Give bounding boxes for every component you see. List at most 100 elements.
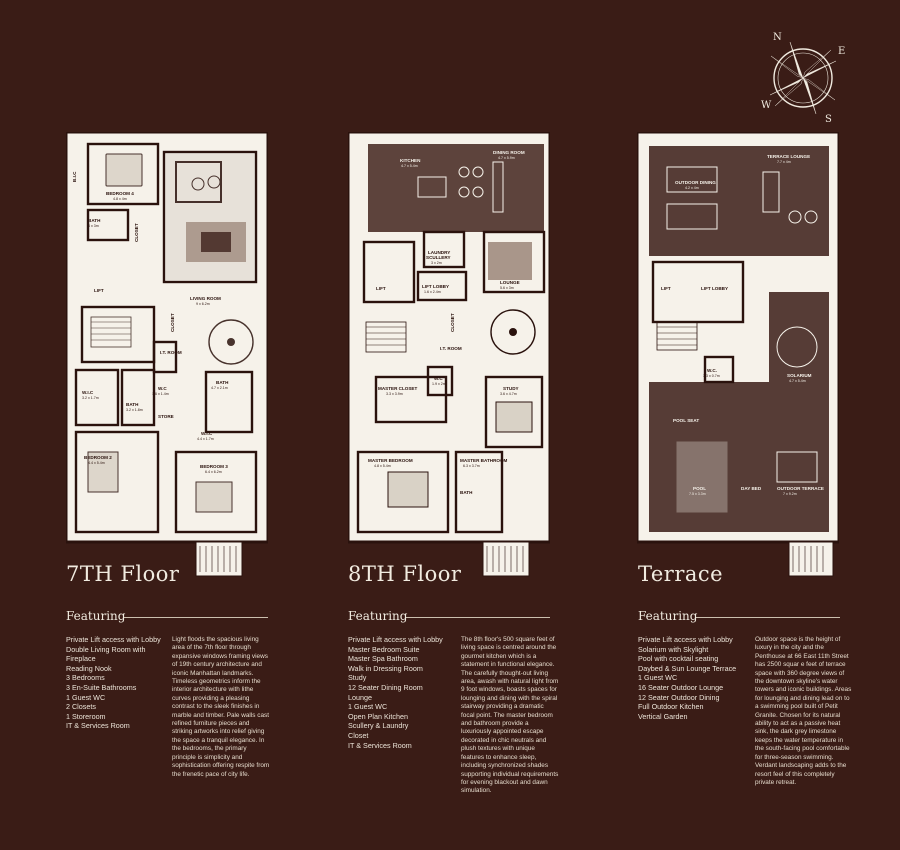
feature-item: Double Living Room with — [66, 644, 146, 654]
room-lift: LIFT — [94, 288, 104, 293]
feature-item: Lounge — [348, 692, 372, 702]
feature-item: 1 Guest WC — [348, 702, 388, 712]
room-solarium: SOLARIUM — [787, 373, 812, 378]
room-living-dim: 9 x 6.2m — [196, 302, 210, 306]
feature-item: Private Lift access with Lobby — [348, 635, 443, 644]
feature-item: 3 En-Suite Bathrooms — [66, 682, 137, 692]
room-wic: W.I.C — [82, 390, 94, 395]
featuring-header-terrace: Featuring — [638, 609, 840, 625]
room-bath2: BATH — [126, 402, 139, 407]
room-wic2: W.I.C — [201, 431, 213, 436]
feature-item: Pool with cocktail seating — [638, 654, 719, 664]
room-dining: DINING ROOM — [493, 150, 525, 155]
room-outdoor-terrace: OUTDOOR TERRACE — [777, 486, 824, 491]
room-study-dim: 3.6 x 4.7m — [500, 392, 517, 396]
floor-title-8th: 8TH Floor — [348, 562, 462, 586]
featuring-label-terrace: Featuring — [638, 609, 698, 623]
room-store: STORE — [158, 414, 174, 419]
room-bath: BATH — [88, 218, 101, 223]
feature-item: Master Bedroom Suite — [348, 644, 420, 654]
room-lift-lobby-8: LIFT LOBBY — [422, 284, 449, 289]
featuring-divider-7th — [124, 617, 268, 618]
feature-item: Private Lift access with Lobby — [638, 635, 733, 644]
room-solarium-dim: 4.7 x 5.4m — [789, 379, 806, 383]
room-outdoor-dining-dim: 4.2 x 4m — [685, 186, 699, 190]
feature-item: Vertical Garden — [638, 711, 688, 721]
feature-item: IT & Services Room — [348, 740, 412, 750]
featuring-label-7th: Featuring — [66, 609, 126, 623]
room-master-bathroom-dim: 6.3 x 3.7m — [463, 464, 480, 468]
room-bedroom3: BEDROOM 3 — [200, 464, 228, 469]
floor-plan-terrace: OUTDOOR DINING 4.2 x 4m TERRACE LOUNGE 7… — [637, 132, 839, 580]
feature-item: Daybed & Sun Lounge Terrace — [638, 663, 737, 673]
feature-item: 2 Closets — [66, 702, 96, 712]
room-it-8: I.T. ROOM — [440, 346, 462, 351]
room-it: I.T. ROOM — [160, 350, 182, 355]
room-living: LIVING ROOM — [190, 296, 221, 301]
room-bedroom4: BEDROOM 4 — [106, 191, 134, 196]
compass-rose: N E W S — [755, 28, 851, 125]
feature-item: 1 Guest WC — [638, 673, 678, 683]
room-wc: W.C — [158, 386, 167, 391]
room-closet-8: CLOSET — [450, 313, 455, 332]
featuring-label-8th: Featuring — [348, 609, 408, 623]
room-bath-dim: 3 x 3m — [88, 224, 99, 228]
room-lift-terrace: LIFT — [661, 286, 671, 291]
room-lounge: LOUNGE — [500, 280, 520, 285]
room-wc-terrace: W.C. — [707, 368, 717, 373]
compass-n: N — [773, 32, 782, 43]
feature-item: IT & Services Room — [66, 721, 130, 731]
floor-description-7th: Light floods the spacious living area of… — [172, 636, 270, 778]
feature-item: Scullery & Laundry — [348, 721, 409, 731]
compass-e: E — [838, 46, 845, 57]
floor-plan-8th-drawing: KITCHEN 4.7 x 5.4m DINING ROOM 4.7 x 5.9… — [348, 132, 550, 577]
room-kitchen-dim: 4.7 x 5.4m — [401, 164, 418, 168]
room-lift-8: LIFT — [376, 286, 386, 291]
feature-item: 1 Storeroom — [66, 711, 106, 721]
feature-item: Reading Nook — [66, 663, 112, 673]
feature-item: Open Plan Kitchen — [348, 711, 408, 721]
room-lift-lobby-8-dim: 1.6 x 2.4m — [424, 290, 441, 294]
floor-plan-7th-drawing: B.I.C BEDROOM 4 4.8 x 4m BATH 3 x 3m CLO… — [66, 132, 268, 577]
floor-description-terrace: Outdoor space is the height of luxury in… — [755, 636, 852, 786]
room-laundry-dim: 3 x 2m — [431, 261, 442, 265]
room-master-bedroom: MASTER BEDROOM — [368, 458, 413, 463]
compass-s: S — [825, 114, 832, 124]
feature-list-8th: Private Lift access with Lobby Master Be… — [348, 635, 456, 750]
room-study: STUDY — [503, 386, 519, 391]
feature-item: Private Lift access with Lobby — [66, 635, 161, 644]
room-pool-dim: 7.5 x 3.3m — [689, 492, 706, 496]
room-pool: POOL — [693, 486, 706, 491]
room-lounge-dim: 5.6 x 3m — [500, 286, 514, 290]
floor-title-terrace: Terrace — [638, 562, 724, 586]
room-bedroom4-dim: 4.8 x 4m — [113, 197, 127, 201]
room-scullery: SCULLERY — [426, 255, 451, 260]
room-laundry: LAUNDRY — [428, 250, 450, 255]
room-wc-8-dim: 1.9 x 2m — [432, 382, 446, 386]
feature-item: 3 Bedrooms — [66, 673, 105, 683]
compass-icon: N E W S — [761, 32, 845, 125]
feature-list-7th: Private Lift access with Lobby Double Li… — [66, 635, 174, 731]
room-master-bathroom: MASTER BATHROOM — [460, 458, 508, 463]
feature-item: Closet — [348, 730, 369, 740]
compass-w: W — [761, 100, 772, 111]
room-bath3-dim: 4.7 x 2.1m — [211, 386, 228, 390]
room-bath2-dim: 3.2 x 1.8m — [126, 408, 143, 412]
floor-plan-7th: B.I.C BEDROOM 4 4.8 x 4m BATH 3 x 3m CLO… — [66, 132, 268, 580]
room-outdoor-terrace-dim: 7 x 9.2m — [783, 492, 797, 496]
feature-item: Study — [348, 673, 367, 683]
room-bedroom2: BEDROOM 2 — [84, 455, 112, 460]
room-master-bedroom-dim: 4.8 x 5.4m — [374, 464, 391, 468]
floor-title-7th: 7TH Floor — [66, 562, 180, 586]
floor-description-8th: The 8th floor's 500 square feet of livin… — [461, 636, 559, 795]
room-bath3: BATH — [216, 380, 229, 385]
room-dining-dim: 4.7 x 5.9m — [498, 156, 515, 160]
room-outdoor-dining: OUTDOOR DINING — [675, 180, 716, 185]
feature-item: Walk in Dressing Room — [348, 663, 423, 673]
floor-plan-8th: KITCHEN 4.7 x 5.4m DINING ROOM 4.7 x 5.9… — [348, 132, 550, 580]
feature-item: Solarium with Skylight — [638, 644, 709, 654]
room-wic-dim: 3.2 x 1.7m — [82, 396, 99, 400]
feature-item: 12 Seater Dining Room — [348, 682, 423, 692]
feature-item: 1 Guest WC — [66, 692, 106, 702]
feature-item: Master Spa Bathroom — [348, 654, 418, 664]
